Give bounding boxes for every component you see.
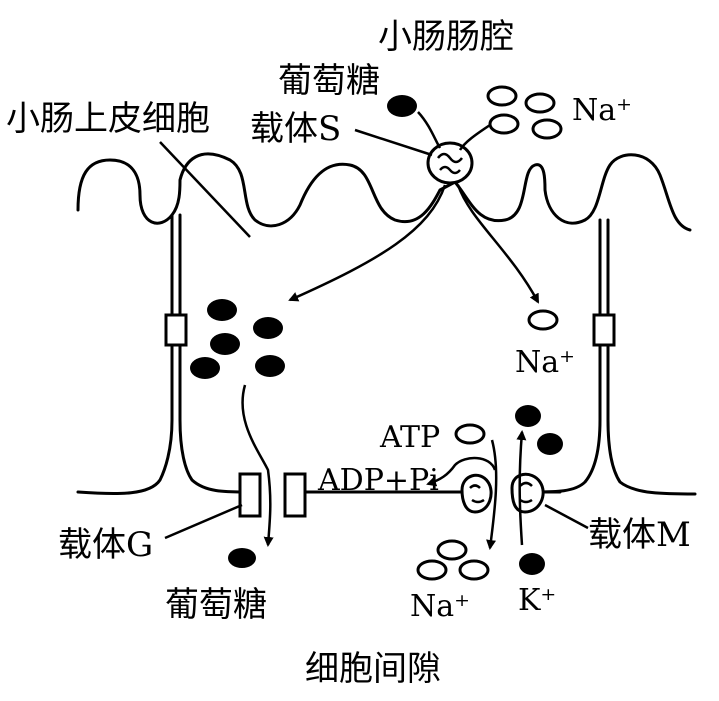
label-k-bottom: K⁺ [518, 583, 556, 618]
na-molecule [524, 92, 556, 114]
arrow-k-entry [516, 430, 527, 546]
glucose-molecule [210, 333, 240, 355]
label-interstitial: 细胞间隙 [305, 649, 441, 689]
k-molecule [537, 433, 563, 455]
label-na-top: Na⁺ [572, 93, 632, 128]
glucose-molecule [255, 355, 285, 377]
carrier-s-glucose-entry [417, 111, 442, 149]
left-lateral-membrane [76, 213, 247, 496]
label-adp-pi: ADP+Pi [317, 463, 439, 498]
glucose-molecule [387, 95, 417, 117]
atp-molecule [454, 423, 486, 445]
k-molecule [519, 553, 545, 575]
na-molecule [416, 559, 448, 581]
leader-epithelial-cell [159, 141, 251, 238]
right-tight-junction [592, 313, 616, 347]
k-molecule [515, 405, 541, 427]
label-glucose-top: 葡萄糖 [278, 61, 380, 101]
label-carrier-m: 载体M [588, 515, 691, 555]
left-tight-junction [164, 313, 188, 347]
na-molecule [436, 539, 468, 561]
arrow-na-exit [486, 439, 498, 550]
arrow-atp-to-adp [426, 456, 497, 487]
label-na-mid: Na⁺ [515, 345, 575, 380]
glucose-molecule [253, 317, 283, 339]
arrow-glucose-into-cell [288, 184, 447, 302]
glucose-molecule [228, 548, 256, 568]
leader-carrier-g [164, 503, 243, 540]
label-na-bottom: Na⁺ [410, 589, 470, 624]
leader-carrier-m [544, 503, 589, 530]
carrier-g-left-block [238, 472, 262, 518]
label-atp: ATP [379, 420, 440, 455]
na-molecule [527, 309, 559, 331]
na-molecule [458, 559, 490, 581]
glucose-molecule [190, 357, 220, 379]
carrier-s-na-entry [458, 123, 491, 151]
glucose-molecule [207, 299, 237, 321]
k-molecules [515, 405, 563, 575]
carrier-g-right-block [283, 472, 307, 518]
label-carrier-s: 载体S [250, 109, 341, 149]
carrier-m [460, 472, 545, 514]
arrow-na-into-cell [456, 184, 540, 304]
label-carrier-g: 载体G [58, 525, 153, 565]
na-molecule [486, 85, 518, 107]
label-epithelial-cell: 小肠上皮细胞 [6, 99, 210, 139]
carrier-s [426, 141, 474, 185]
leader-carrier-s [354, 128, 433, 157]
glucose-molecules [190, 95, 417, 568]
na-molecules [416, 85, 563, 581]
right-lateral-membrane [533, 218, 697, 496]
na-molecule [531, 118, 563, 140]
label-lumen: 小肠肠腔 [378, 17, 514, 57]
arrow-glucose-through-carrier-g [241, 384, 274, 547]
label-glucose-bottom: 葡萄糖 [165, 585, 267, 625]
apical-membrane [76, 152, 692, 232]
na-molecule [488, 113, 520, 135]
